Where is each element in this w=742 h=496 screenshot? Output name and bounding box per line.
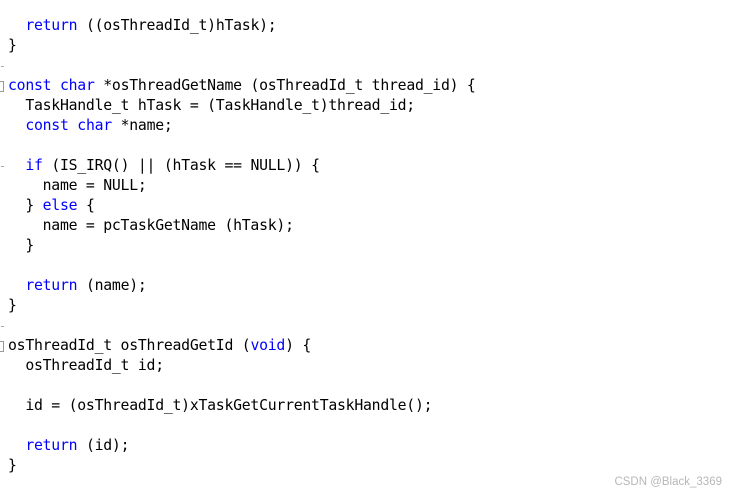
keyword-token: return xyxy=(25,277,78,294)
code-token: { xyxy=(77,197,95,214)
code-token: name = NULL; xyxy=(8,177,147,194)
code-token xyxy=(69,117,78,134)
code-line: } xyxy=(8,296,17,316)
keyword-token: const xyxy=(25,117,69,134)
code-token: } xyxy=(8,37,17,54)
fold-guide xyxy=(1,326,4,327)
code-token xyxy=(8,437,25,454)
code-token: osThreadId_t osThreadGetId ( xyxy=(8,337,251,354)
keyword-token: char xyxy=(77,117,112,134)
code-line: TaskHandle_t hTask = (TaskHandle_t)threa… xyxy=(8,96,415,116)
code-token: } xyxy=(8,297,17,314)
code-line: } else { xyxy=(8,196,95,216)
code-line: return ((osThreadId_t)hTask); xyxy=(8,16,276,36)
code-token: *osThreadGetName (osThreadId_t thread_id… xyxy=(94,77,476,94)
keyword-token: const xyxy=(8,77,52,94)
code-token: (name); xyxy=(77,277,147,294)
code-line: name = pcTaskGetName (hTask); xyxy=(8,216,294,236)
code-token: ((osThreadId_t)hTask); xyxy=(77,17,277,34)
code-line: return (name); xyxy=(8,276,147,296)
fold-marker-icon[interactable] xyxy=(0,341,4,352)
code-token xyxy=(8,277,25,294)
keyword-token: if xyxy=(25,157,43,174)
code-token xyxy=(51,77,60,94)
code-token xyxy=(8,117,25,134)
code-token: (id); xyxy=(77,437,130,454)
code-token: *name; xyxy=(111,117,173,134)
code-token: osThreadId_t id; xyxy=(8,357,164,374)
code-line: } xyxy=(8,456,17,476)
code-line: } xyxy=(8,236,34,256)
code-token: id = (osThreadId_t)xTaskGetCurrentTaskHa… xyxy=(8,397,433,414)
code-line: const char *name; xyxy=(8,116,173,136)
keyword-token: return xyxy=(25,437,78,454)
code-line: name = NULL; xyxy=(8,176,147,196)
code-token: } xyxy=(8,457,17,474)
code-token xyxy=(8,157,25,174)
code-line: return (id); xyxy=(8,436,129,456)
keyword-token: return xyxy=(25,17,78,34)
code-line: const char *osThreadGetName (osThreadId_… xyxy=(8,76,476,96)
code-line: osThreadId_t id; xyxy=(8,356,164,376)
keyword-token: char xyxy=(59,77,95,94)
code-token: TaskHandle_t hTask = (TaskHandle_t)threa… xyxy=(8,97,415,114)
fold-guide xyxy=(1,166,4,167)
code-token: (IS_IRQ() || (hTask == NULL)) { xyxy=(42,157,320,174)
code-line: id = (osThreadId_t)xTaskGetCurrentTaskHa… xyxy=(8,396,432,416)
fold-guide xyxy=(1,66,4,67)
code-token xyxy=(8,17,25,34)
keyword-token: void xyxy=(250,337,286,354)
fold-marker-icon[interactable] xyxy=(0,81,4,92)
watermark: CSDN @Black_3369 xyxy=(614,476,722,488)
code-line: osThreadId_t osThreadGetId (void) { xyxy=(8,336,311,356)
code-token: ) { xyxy=(285,337,312,354)
code-line: if (IS_IRQ() || (hTask == NULL)) { xyxy=(8,156,320,176)
keyword-token: else xyxy=(42,197,78,214)
code-token: } xyxy=(8,237,34,254)
code-token: } xyxy=(8,197,43,214)
code-token: name = pcTaskGetName (hTask); xyxy=(8,217,294,234)
code-line: } xyxy=(8,36,17,56)
